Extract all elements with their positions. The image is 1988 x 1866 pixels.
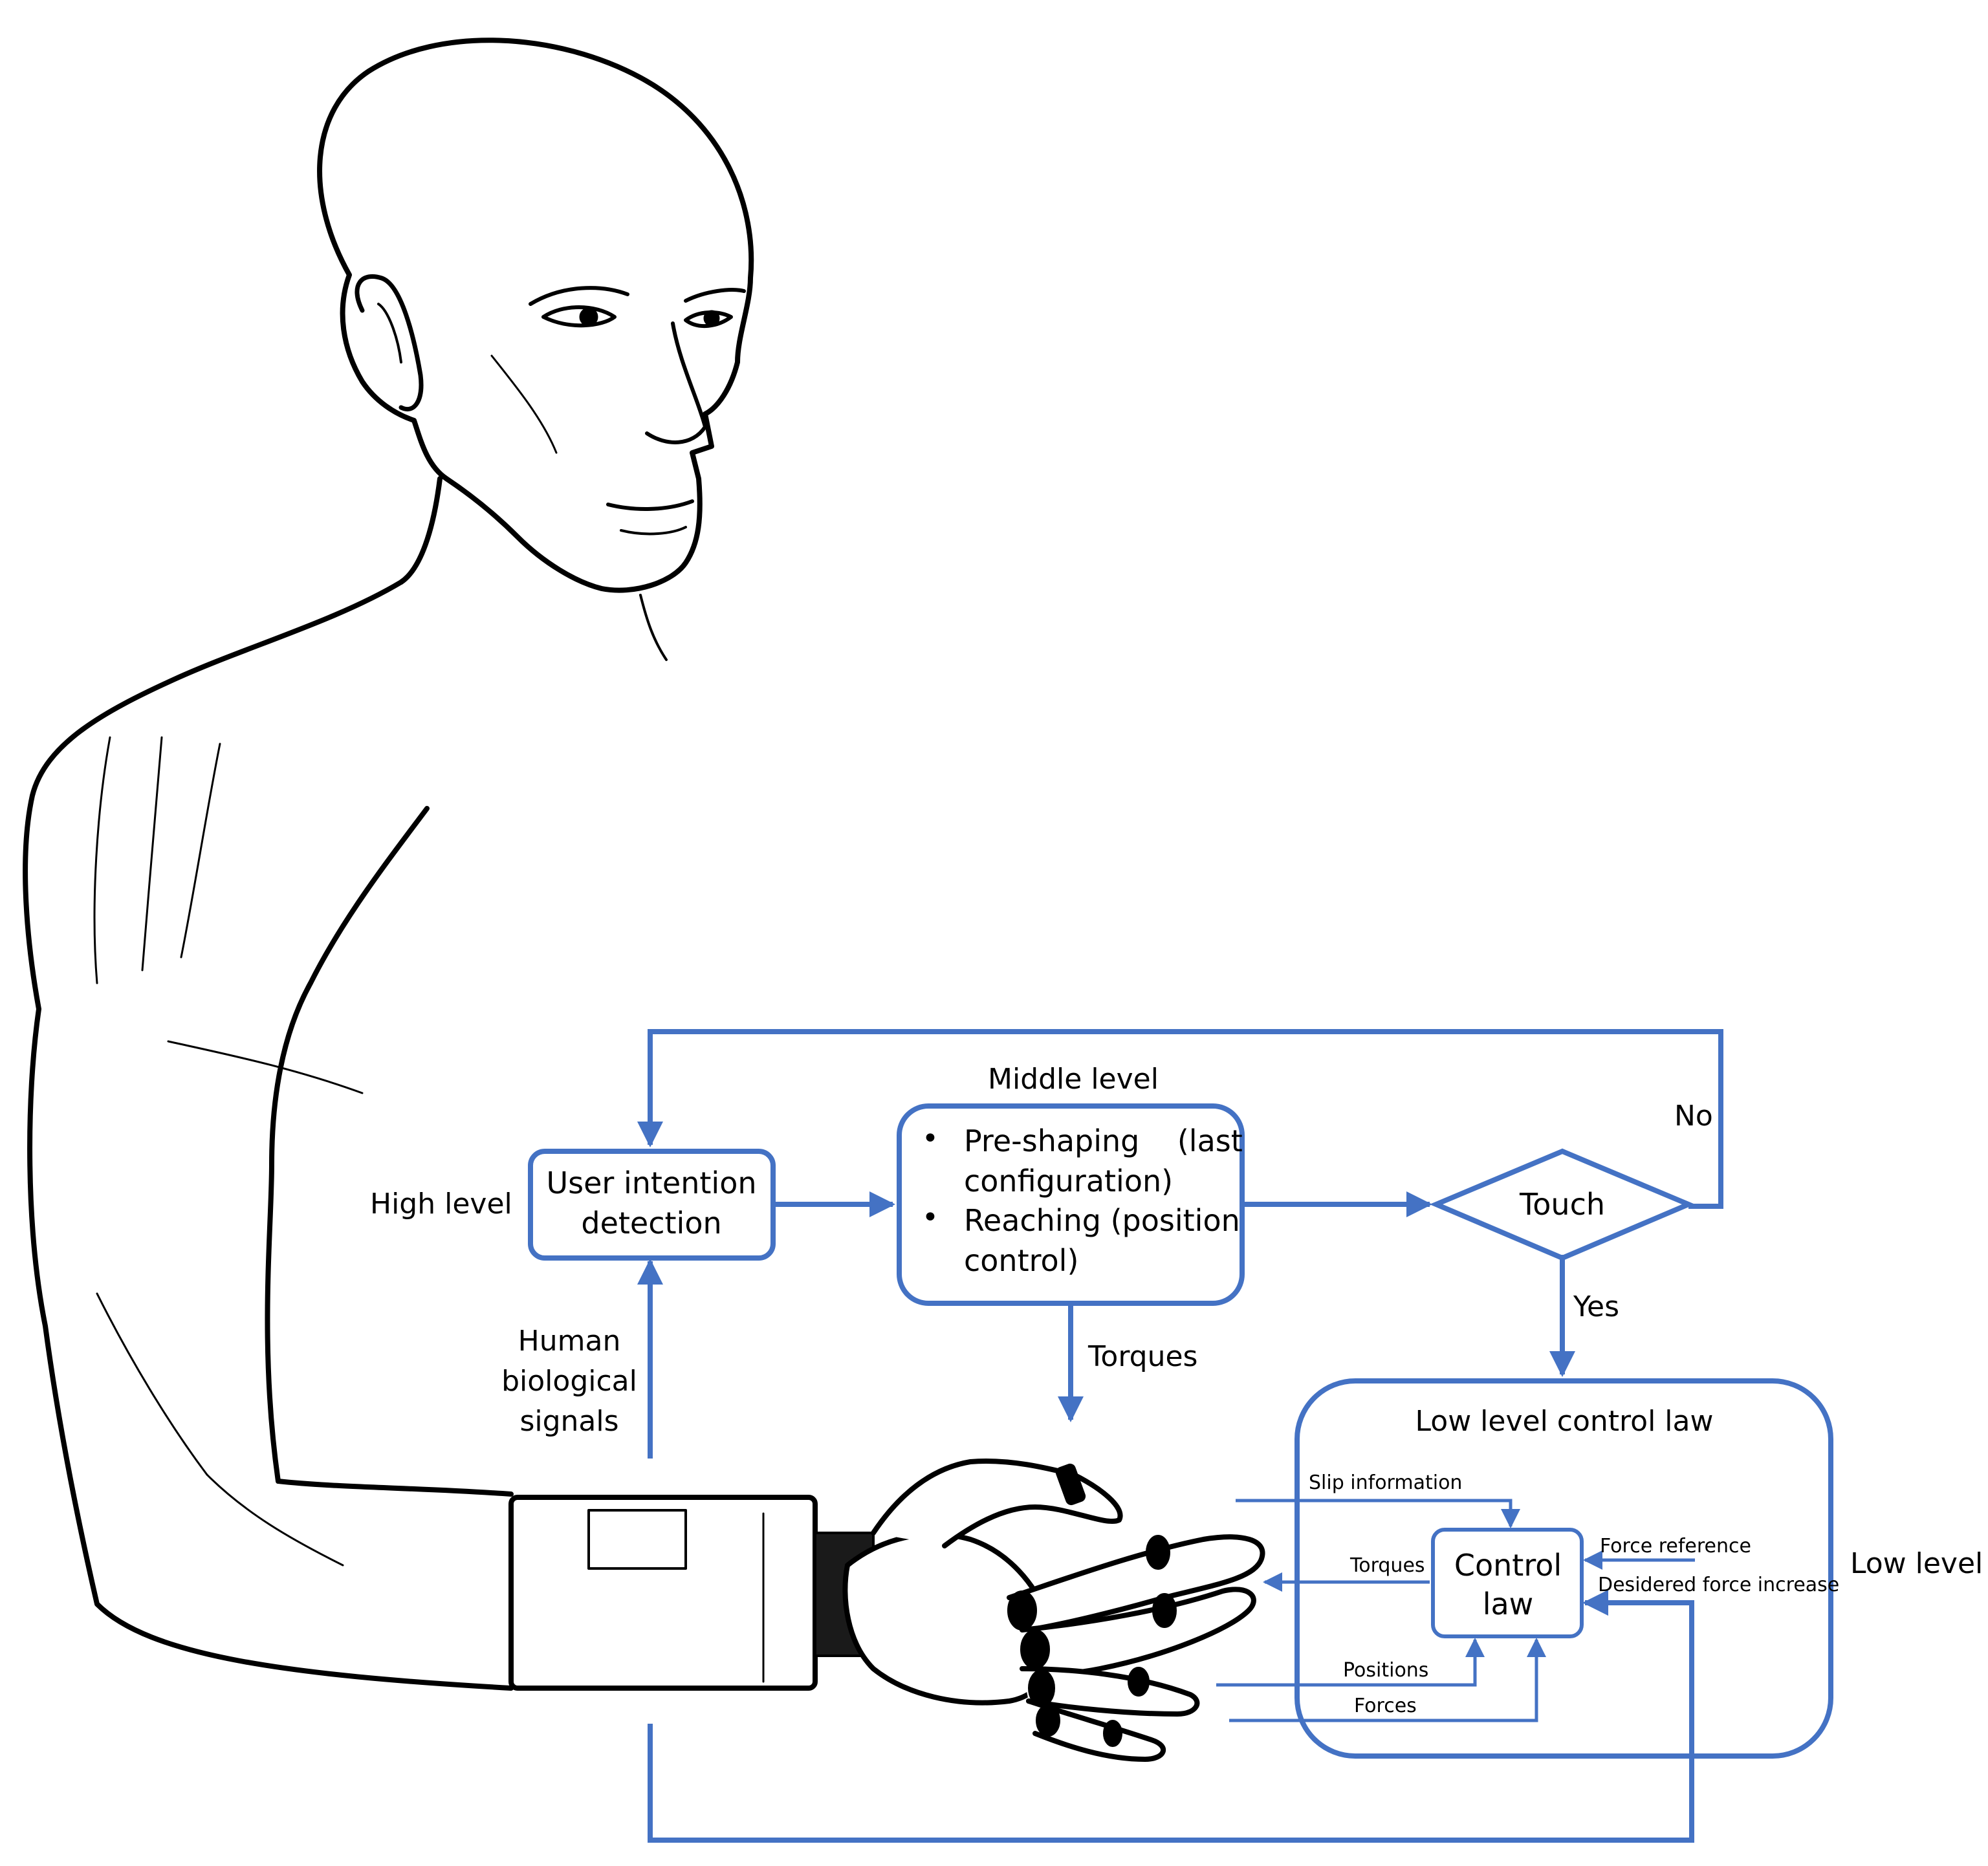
upper-arm-outer xyxy=(27,1006,514,1691)
slip-line xyxy=(1236,1499,1520,1528)
prosthetic-thumb xyxy=(871,1459,1123,1548)
muscle-line xyxy=(167,1040,364,1094)
muscle-line xyxy=(180,743,221,959)
ear-inner xyxy=(377,303,402,363)
force-reference-label: Force reference xyxy=(1600,1535,1751,1557)
preshaping-line2: configuration) xyxy=(964,1164,1173,1199)
control-law-line2: law xyxy=(1483,1587,1534,1622)
prosthetic-finger-ring xyxy=(1020,1666,1200,1717)
reaching-line1: Reaching (position xyxy=(964,1203,1240,1238)
prosthetic-finger-index xyxy=(1007,1534,1265,1633)
positions-line xyxy=(1216,1638,1485,1687)
user-intention-line2: detection xyxy=(581,1206,721,1241)
high-level-label: High level xyxy=(370,1188,512,1220)
labels: High level Middle level Low level User i… xyxy=(370,1063,1983,1717)
touch-decision-diamond xyxy=(1429,1148,1696,1261)
touch-label: Touch xyxy=(1519,1187,1605,1222)
forces-label: Forces xyxy=(1354,1695,1417,1717)
torques-label: Torques xyxy=(1087,1340,1197,1373)
human-signals-line2: biological xyxy=(501,1365,637,1398)
reaching-line2: control) xyxy=(964,1243,1078,1278)
pupil-right xyxy=(703,310,720,327)
brow-right xyxy=(684,288,746,303)
middle-level-label: Middle level xyxy=(988,1063,1159,1096)
bottom-loop-edge xyxy=(648,1590,1694,1843)
human-figure-illustration xyxy=(23,38,1265,1762)
desired-force-increase-label: Desidered force increase xyxy=(1598,1574,1839,1596)
muscle-line xyxy=(96,1292,208,1476)
ear xyxy=(355,274,424,411)
low-level-control-law-box xyxy=(1294,1378,1833,1759)
yes-label: Yes xyxy=(1573,1290,1619,1323)
middle-level-box xyxy=(897,1103,1245,1306)
prosthetic-socket xyxy=(508,1495,818,1691)
user-intention-line1: User intention xyxy=(546,1166,756,1200)
no-loop-edge xyxy=(637,1029,1723,1209)
human-signals-line3: signals xyxy=(519,1405,618,1438)
forces-line xyxy=(1229,1638,1546,1722)
finger-joints xyxy=(1007,1535,1177,1747)
positions-label: Positions xyxy=(1343,1659,1428,1682)
pupil-left xyxy=(579,307,598,327)
nose xyxy=(645,321,707,444)
neck-left xyxy=(399,476,442,585)
head-outline xyxy=(317,38,754,593)
cheek-line xyxy=(490,354,558,454)
muscle-line xyxy=(93,736,111,984)
eye-left xyxy=(541,305,617,328)
no-label: No xyxy=(1674,1100,1713,1133)
low-level-signal-lines xyxy=(1216,1499,1695,1722)
upper-arm-inner xyxy=(265,806,514,1497)
muscle-line xyxy=(141,736,163,971)
bullet-dot: • xyxy=(922,1201,939,1234)
eye-right xyxy=(684,310,733,329)
muscle-line xyxy=(206,1473,344,1567)
socket-panel xyxy=(587,1509,687,1570)
low-level-title: Low level control law xyxy=(1415,1405,1714,1438)
shoulder-outline xyxy=(23,580,404,1012)
preshaping-line1: Pre-shaping (last xyxy=(964,1123,1243,1158)
flow-diagram xyxy=(528,1029,1833,1843)
chin-line xyxy=(620,526,687,536)
low-level-label: Low level xyxy=(1850,1547,1983,1580)
mouth xyxy=(606,499,694,511)
control-law-box xyxy=(1431,1528,1584,1638)
prosthetic-finger-little xyxy=(1026,1698,1166,1762)
slip-information-label: Slip information xyxy=(1309,1471,1462,1494)
user-intention-box xyxy=(528,1149,776,1261)
thumb-joint xyxy=(1055,1463,1086,1506)
bullet-dot: • xyxy=(922,1122,939,1155)
brow-left xyxy=(529,286,629,306)
human-signals-line1: Human xyxy=(518,1325,621,1358)
control-law-line1: Control xyxy=(1454,1548,1562,1583)
torques-small-label: Torques xyxy=(1349,1554,1425,1577)
neck-right xyxy=(639,594,668,661)
